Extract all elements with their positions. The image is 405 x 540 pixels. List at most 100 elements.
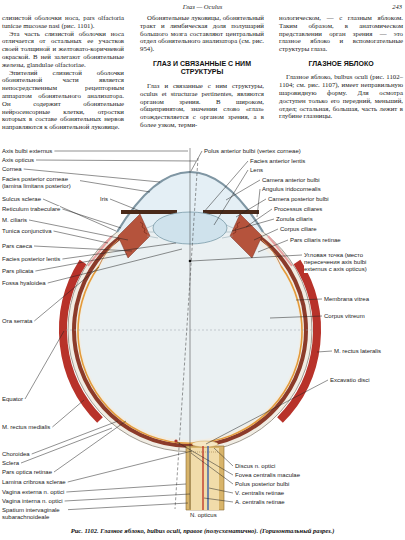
part-label: Axis bulbi externus <box>2 148 52 155</box>
lamina-cribrosa <box>191 452 219 453</box>
leader-line <box>65 494 190 501</box>
part-label: Zonula ciliaris <box>276 216 313 223</box>
leader-line <box>317 351 332 352</box>
body-text: Глаз и связанные с ним структуры, oculus… <box>140 82 264 129</box>
iris-band <box>203 210 259 214</box>
leader-line <box>226 180 260 200</box>
part-label: Corpus ciliare <box>280 226 317 233</box>
leader-line <box>254 229 278 240</box>
part-label: Corpus vitreum <box>324 313 365 320</box>
part-label: Membrana vitrea <box>324 296 369 303</box>
leader-line <box>236 199 266 217</box>
axis-crossing <box>189 260 192 263</box>
page-header: Глаз — Oculus <box>0 3 405 11</box>
leader-line <box>52 400 84 427</box>
leader-line <box>54 421 126 472</box>
part-label: M. rectus medialis <box>2 424 50 431</box>
leader-line <box>270 316 322 318</box>
leader-line <box>214 170 248 225</box>
leader-line <box>191 453 233 484</box>
leader-line <box>296 299 322 300</box>
central-vein <box>207 446 208 510</box>
part-label: Facies posterior lentis <box>2 256 60 263</box>
leader-line <box>34 246 132 251</box>
part-label: Choroidea <box>2 451 30 458</box>
part-label: Fossa hyaloidea <box>2 280 46 287</box>
part-label: Pars ciliaris retinae <box>290 237 341 244</box>
part-label: Ora serrata <box>2 318 32 325</box>
part-label: A. centralis retinae <box>235 499 285 506</box>
leader-line <box>62 503 188 510</box>
part-label: Spatium intervaginale subarachnoideale <box>2 507 68 521</box>
leader-line <box>68 451 192 482</box>
part-label: Угловая точка (место пересечения axis bu… <box>304 252 382 273</box>
body-text: Обонятельные луковицы, обонятельный трак… <box>140 14 264 53</box>
leader-line <box>110 199 140 211</box>
ciliary-body <box>230 214 262 258</box>
part-label: Sclera <box>2 460 19 467</box>
part-label: Vagina externa n. optici <box>2 489 64 496</box>
optic-nerve-core <box>191 448 219 510</box>
leader-line <box>66 484 186 492</box>
leader-line <box>25 331 64 399</box>
figure-caption: Рис. 1102. Глазное яблоко, bulbus oculi,… <box>0 527 405 535</box>
part-label: M. rectus lateralis <box>334 348 381 355</box>
leader-line <box>36 160 196 161</box>
ciliary-body <box>118 214 150 258</box>
part-label: Facies posterior corneae (lamina limitan… <box>2 176 80 190</box>
rectus-muscle <box>63 262 100 420</box>
leader-line <box>191 255 302 261</box>
part-label: Tunica conjunctiva <box>2 228 51 235</box>
central-artery <box>202 446 203 510</box>
part-label: Pars optica retinae <box>2 469 52 476</box>
section-heading: ГЛАЗ И СВЯЗАННЫЕ С НИМ СТРУКТУРЫ <box>140 60 264 77</box>
leader-line <box>177 442 233 475</box>
part-label: Angulus iridocornealis <box>262 186 321 193</box>
body-text: Глазное яблоко, bulbus oculi (рис. 1102–… <box>279 73 403 120</box>
part-label: Polus anterior bulbi (vertex corneae) <box>204 148 301 155</box>
leader-line <box>232 219 274 231</box>
leader-line <box>191 151 202 171</box>
part-label: Pars caeca <box>2 243 32 250</box>
leader-line <box>204 498 233 502</box>
leader-line <box>206 380 328 444</box>
leader-line <box>48 249 182 283</box>
optic-axis <box>175 158 198 509</box>
part-label: V. centralis retinae <box>235 490 284 497</box>
part-label: Facies anterior lentis <box>250 158 305 165</box>
part-label: Cornea <box>2 166 22 173</box>
part-label: Equator <box>2 396 23 403</box>
leader-line <box>203 161 248 213</box>
iris-band <box>121 210 177 214</box>
part-label: Pars plicata <box>2 268 33 275</box>
body-text: Эта часть слизистой оболочки носа отлича… <box>2 30 124 69</box>
body-text: слизистой оболочки носа, pars olfactoria… <box>2 14 124 30</box>
leader-line <box>21 428 112 463</box>
part-label: Sulcus sclerae <box>2 196 41 203</box>
part-label: Axis opticus <box>2 157 34 164</box>
leader-line <box>62 243 176 259</box>
part-label: Lens <box>250 167 263 174</box>
part-label: Vagina interna n. optici <box>2 498 63 505</box>
section-heading: ГЛАЗНОЕ ЯБЛОКО <box>279 60 403 69</box>
part-label: Excavatio disci <box>330 377 370 384</box>
leader-line <box>34 267 99 321</box>
part-label: Discus n. optici <box>235 463 275 470</box>
optic-disc <box>192 441 218 447</box>
part-label: Camera anterior bulbi <box>262 177 320 184</box>
leader-line <box>54 231 109 243</box>
leader-line <box>258 240 288 252</box>
leader-line <box>43 199 116 231</box>
page-number: 243 <box>370 3 402 11</box>
part-label: N. opticus <box>190 512 217 519</box>
leader-line <box>246 209 272 227</box>
leader-line <box>62 209 121 228</box>
external-axis <box>190 148 191 509</box>
part-label: Camera posterior bulbi <box>268 196 329 203</box>
part-label: Reticulum trabeculare <box>2 206 60 213</box>
part-label: Polus posterior bulbi <box>235 481 289 488</box>
part-label: Lamina cribrosa sclerae <box>2 479 66 486</box>
rectus-muscle <box>280 262 317 420</box>
part-label: Processus ciliares <box>274 206 322 213</box>
